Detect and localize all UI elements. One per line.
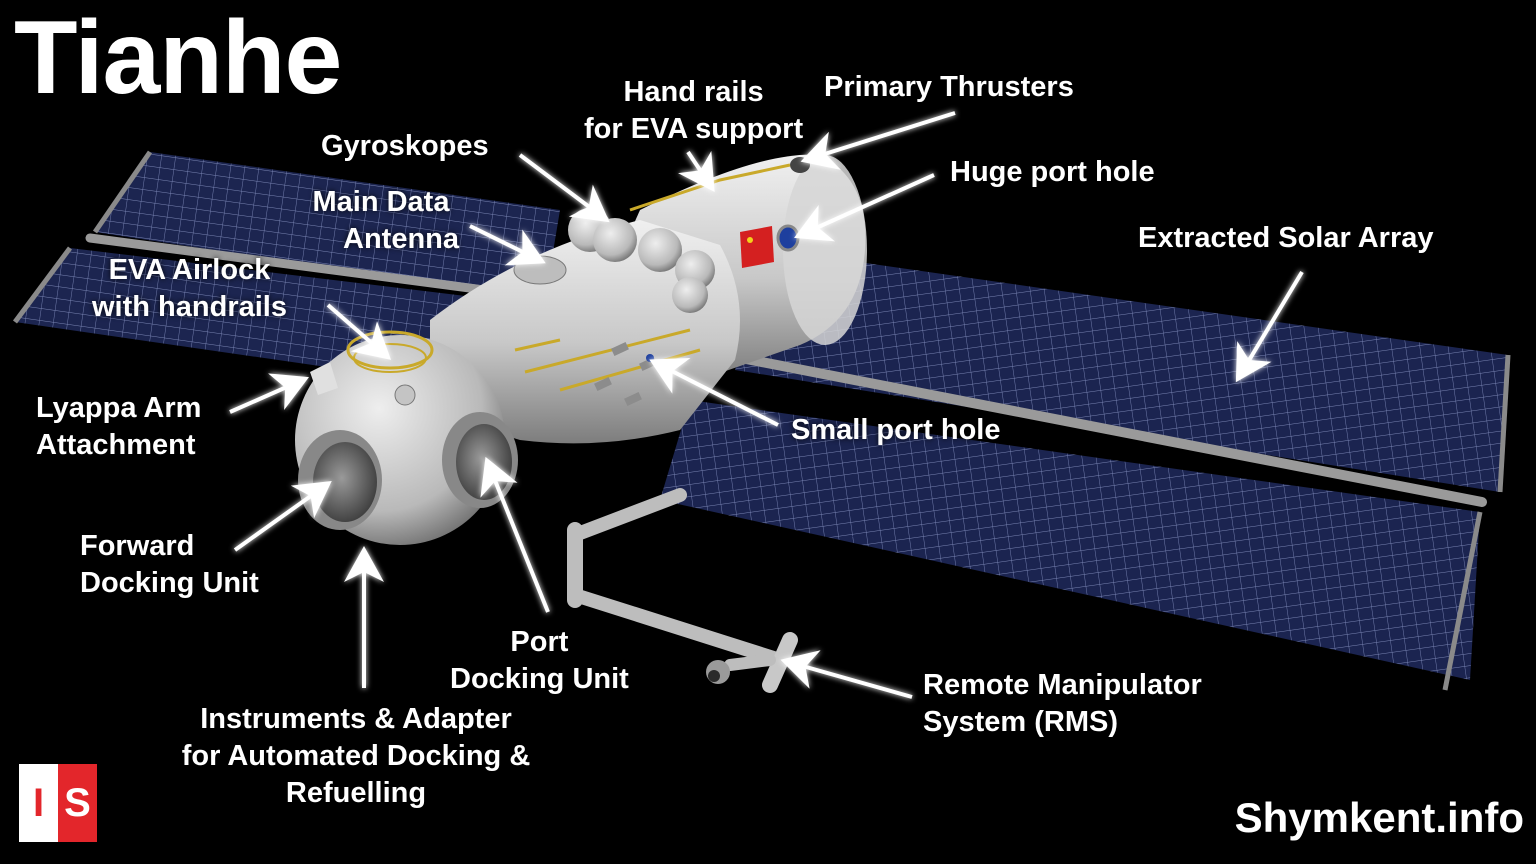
- label-line: Lyappa Arm: [36, 392, 202, 424]
- label-line: Instruments & Adapter: [200, 703, 512, 735]
- label-line: Primary Thrusters: [824, 71, 1074, 103]
- label-extracted-solar-array: Extracted Solar Array: [1138, 220, 1434, 257]
- site-watermark: Shymkent.info: [1234, 794, 1524, 841]
- label-lyappa-arm: Lyappa Arm Attachment: [36, 390, 201, 464]
- label-huge-port-hole: Huge port hole: [950, 154, 1155, 191]
- label-hand-rails: Hand rails for EVA support: [584, 74, 803, 148]
- label-line: System (RMS): [923, 706, 1118, 738]
- label-line: Attachment: [36, 429, 196, 461]
- label-main-data-antenna: Main Data Antenna: [303, 184, 460, 258]
- label-line: Hand rails: [623, 76, 764, 108]
- logo-letter-i: I: [19, 764, 58, 842]
- label-line: for EVA support: [584, 113, 804, 145]
- callout-arrows: [229, 111, 1304, 699]
- label-line: Docking Unit: [450, 663, 629, 695]
- label-line: Main Data: [312, 186, 450, 218]
- huge-port-hole-window: [776, 224, 800, 252]
- robotic-arm: [567, 488, 798, 693]
- label-line: Forward: [80, 530, 195, 562]
- is-logo: I S: [19, 764, 97, 842]
- label-port-docking-unit: Port Docking Unit: [450, 624, 629, 698]
- label-line: Docking Unit: [80, 567, 259, 599]
- label-line: Port: [510, 626, 569, 658]
- label-line: Extracted Solar Array: [1138, 222, 1434, 254]
- china-flag-icon: [740, 226, 774, 268]
- label-line: EVA Airlock: [108, 254, 271, 286]
- label-primary-thrusters: Primary Thrusters: [824, 69, 1074, 106]
- label-line: Remote Manipulator: [923, 669, 1202, 701]
- label-instruments-adapter: Instruments & Adapter for Automated Dock…: [160, 701, 552, 812]
- label-gyroskopes: Gyroskopes: [321, 128, 489, 165]
- label-line: Small port hole: [791, 414, 1001, 446]
- label-eva-airlock: EVA Airlock with handrails: [92, 252, 287, 326]
- diagram-title: Tianhe: [14, 0, 342, 116]
- label-line: Refuelling: [285, 777, 427, 809]
- label-small-port-hole: Small port hole: [791, 412, 1000, 449]
- label-line: with handrails: [92, 291, 287, 323]
- label-remote-manipulator: Remote Manipulator System (RMS): [923, 667, 1202, 741]
- label-forward-docking-unit: Forward Docking Unit: [80, 528, 259, 602]
- label-line: for Automated Docking &: [181, 740, 531, 772]
- logo-letter-s: S: [58, 764, 97, 842]
- label-line: Gyroskopes: [321, 130, 489, 162]
- label-line: Antenna: [343, 223, 459, 255]
- label-line: Huge port hole: [950, 156, 1155, 188]
